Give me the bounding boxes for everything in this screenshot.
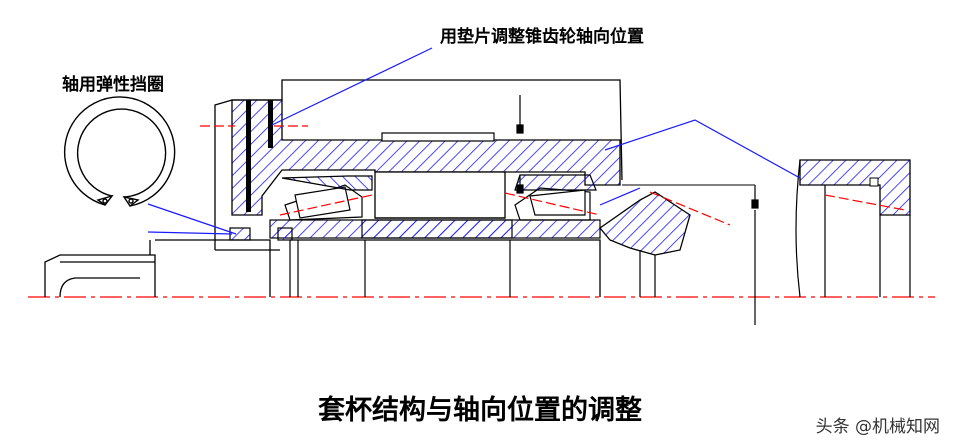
shaft xyxy=(155,219,601,297)
spacer-sleeve xyxy=(374,171,506,219)
shaft-left-end xyxy=(44,240,156,298)
circlip-label: 轴用弹性挡圈 xyxy=(62,75,164,95)
watermark: 头条 @机械知网 xyxy=(815,417,940,437)
left-tapered-bearing xyxy=(279,175,373,221)
circlip-ring xyxy=(63,96,176,208)
figure-caption: 套杯结构与轴向位置的调整 xyxy=(318,395,642,426)
shim-adjust-label: 用垫片调整锥齿轮轴向位置 xyxy=(440,27,644,47)
detail-view-right xyxy=(795,159,911,298)
shim-stack xyxy=(246,100,273,212)
bevel-gear xyxy=(599,184,755,297)
leader-lines xyxy=(147,47,801,235)
adjust-arrows xyxy=(516,95,759,325)
right-tapered-bearing xyxy=(504,174,601,221)
